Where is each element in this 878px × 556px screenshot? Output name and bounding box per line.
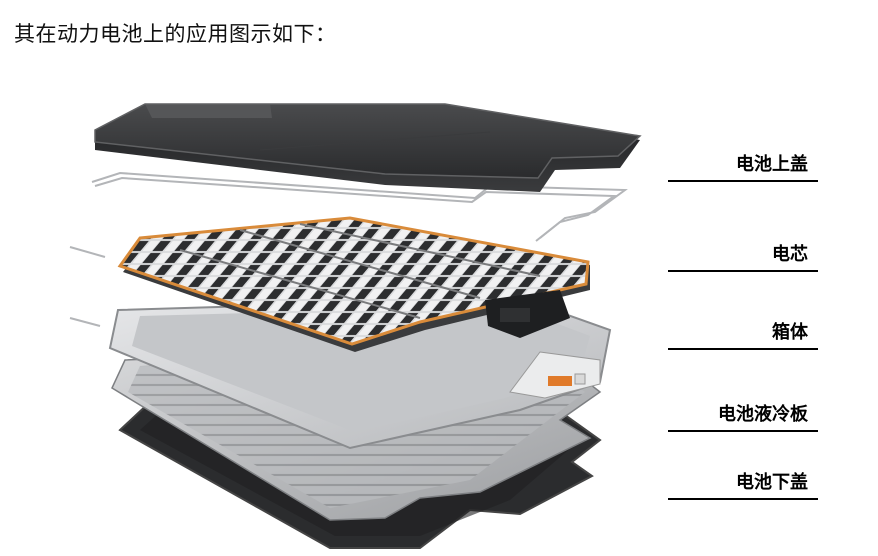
label-liquid-cooling-plate: 电池液冷板 [668,400,818,432]
gasket-outline [69,171,628,327]
label-battery-cell: 电芯 [668,240,818,272]
battery-cells [117,216,590,352]
top-cover [94,103,642,192]
label-housing: 箱体 [668,318,818,350]
label-battery-bottom-cover: 电池下盖 [668,468,818,500]
battery-housing [108,296,612,450]
label-battery-top-cover: 电池上盖 [668,150,818,182]
intro-caption: 其在动力电池上的应用图示如下： [14,22,337,46]
